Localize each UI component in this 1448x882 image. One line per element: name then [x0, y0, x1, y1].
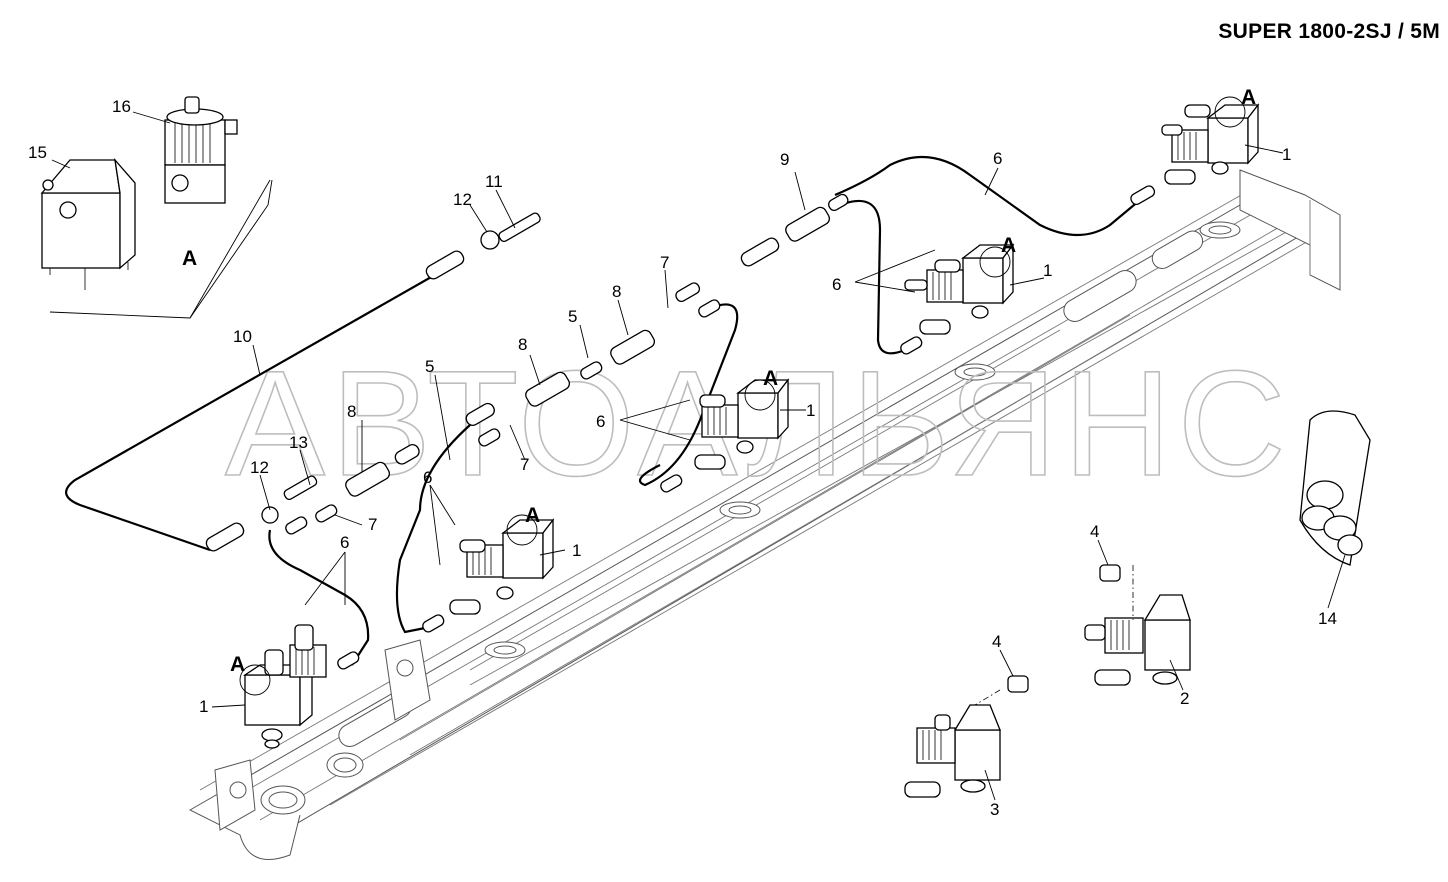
callout-11: 11	[485, 172, 503, 191]
callout-6-left-mid: 6	[423, 468, 432, 487]
adaptor-4-upper	[1099, 564, 1134, 620]
detail-a-frame	[49, 179, 273, 319]
valve-assembly-1-left-mid	[449, 518, 555, 615]
hose-fittings	[205, 185, 1156, 670]
valve-3	[904, 704, 1001, 798]
callout-7-mid: 7	[520, 455, 529, 474]
callout-8-right: 8	[612, 282, 621, 301]
bracket-14	[1299, 410, 1371, 566]
adaptor-4-lower	[974, 675, 1029, 706]
callout-1-mid-right: 1	[1043, 261, 1052, 280]
callout-1-center: 1	[806, 401, 815, 420]
callout-9: 9	[780, 150, 789, 169]
callout-4-lower: 4	[992, 632, 1001, 651]
callout-5-left: 5	[425, 357, 434, 376]
callout-1-left-mid: 1	[572, 541, 581, 560]
callout-1-top: 1	[1282, 145, 1291, 164]
callout-a-4: A	[525, 504, 540, 527]
callout-7-bottom: 7	[368, 515, 377, 534]
callout-a-3: A	[763, 367, 778, 390]
callout-16: 16	[112, 97, 131, 116]
callout-6-center: 6	[596, 412, 605, 431]
valve-15	[40, 157, 136, 290]
callout-8-left: 8	[347, 402, 356, 421]
callout-6-mid-right: 6	[832, 275, 841, 294]
leader-lines	[51, 111, 1346, 801]
callout-8-mid: 8	[518, 335, 527, 354]
callout-a-1: A	[1241, 86, 1256, 109]
callout-a-5: A	[230, 653, 245, 676]
callout-6-top: 6	[993, 149, 1002, 168]
callout-7-top: 7	[660, 253, 669, 272]
callout-a-detail: A	[182, 247, 197, 270]
callout-15: 15	[28, 143, 47, 162]
valve-assembly-1-mid-right	[904, 243, 1015, 335]
callout-14: 14	[1318, 609, 1337, 628]
callout-10: 10	[233, 327, 252, 346]
callout-12-top: 12	[453, 190, 472, 209]
valve-16	[164, 96, 238, 204]
valve-assembly-1-top-right	[1161, 103, 1260, 185]
callout-6-left: 6	[340, 533, 349, 552]
callout-4-upper: 4	[1090, 522, 1099, 541]
valve-assembly-1-center	[694, 378, 790, 470]
callout-1-left: 1	[199, 697, 208, 716]
callout-12-bottom: 12	[250, 458, 269, 477]
callout-labels: 16 15 A 11 12 10 9 6 1 A A 1 6 8 7 5 8 5…	[28, 86, 1337, 819]
callout-3: 3	[990, 800, 999, 819]
hose-lines	[65, 155, 1141, 666]
callout-5-right: 5	[568, 307, 577, 326]
callout-13: 13	[289, 433, 308, 452]
detail-a-marks	[239, 96, 1246, 696]
detail-a-frame-line	[189, 179, 271, 319]
valve-2	[1084, 594, 1191, 686]
support-beam	[188, 169, 1341, 860]
page-title: SUPER 1800-2SJ / 5M	[1218, 20, 1440, 43]
tee-connectors	[345, 206, 831, 497]
callout-2: 2	[1180, 689, 1189, 708]
valve-assembly-1-left	[242, 624, 327, 749]
callout-a-2: A	[1001, 234, 1016, 257]
